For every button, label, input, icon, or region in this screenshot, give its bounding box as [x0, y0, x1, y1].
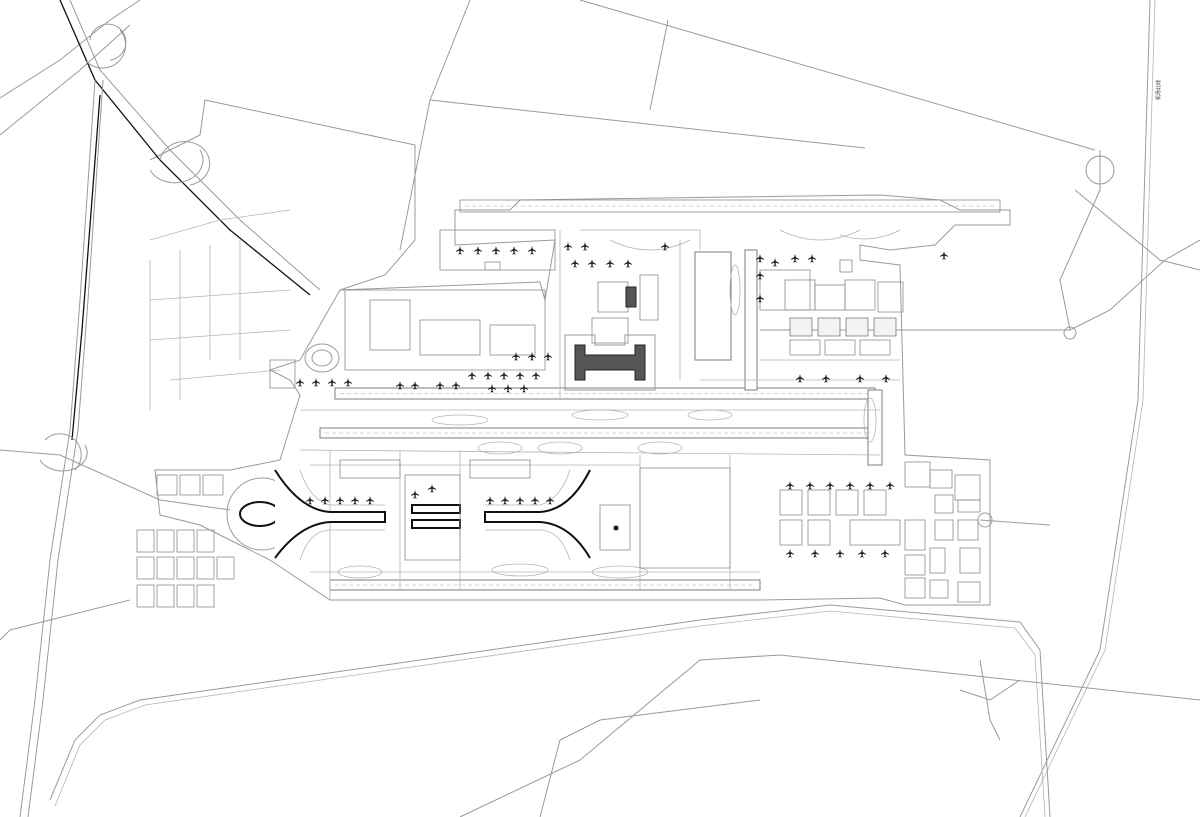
terminal-core [239, 501, 281, 527]
runways [319, 199, 1001, 591]
runway-east [744, 249, 758, 391]
cargo-zone [599, 259, 981, 603]
aircraft-stands [296, 242, 948, 558]
runway-east-2 [867, 389, 883, 466]
terminal-2 [574, 344, 646, 381]
expressway [19, 0, 321, 817]
rail-line-label: 机场北线 [1155, 80, 1162, 100]
existing-terminals [269, 229, 659, 391]
main-terminal [226, 459, 591, 561]
urban-grid [136, 209, 291, 608]
terminal-1 [304, 343, 340, 373]
